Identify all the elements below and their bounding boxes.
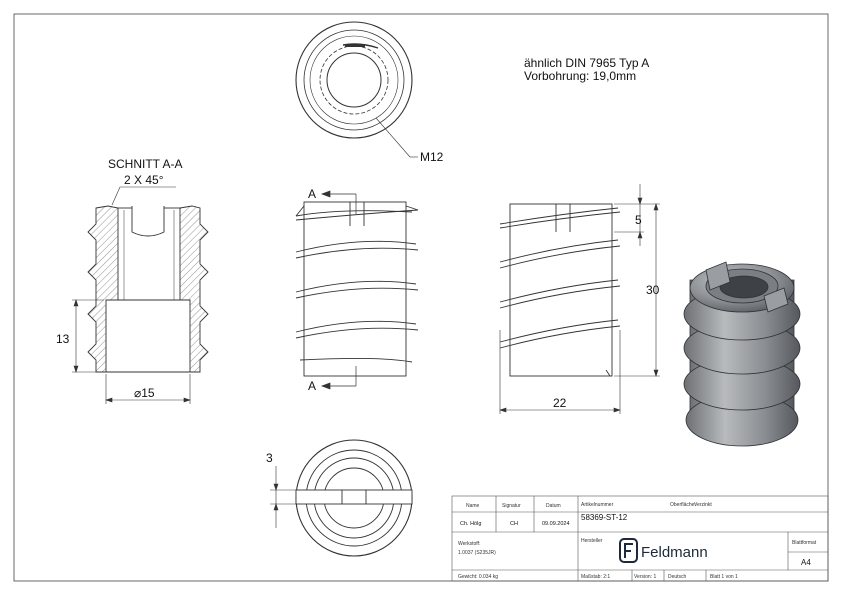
cut-marker-top-label: A [308,187,316,201]
section-view [87,205,209,373]
tb-format-label: Blattformat [792,540,817,546]
isometric-render [683,261,801,447]
tb-surface-value: Verzinkt [694,502,712,508]
width-label: 22 [553,396,567,410]
feldmann-logo-icon [619,538,638,563]
width-dimension [499,330,621,414]
tb-manufacturer-label: Hersteller [581,538,603,544]
slot-width-dimension [270,466,296,528]
tb-format-value: A4 [801,558,811,567]
side-view [499,203,621,377]
length-dimension [614,203,660,377]
tb-signature-label: Signatur [502,503,521,509]
brand-name: Feldmann [641,544,708,561]
slot-depth-dimension [614,184,660,246]
depth-label: 13 [56,332,70,346]
tb-language: Deutsch [668,574,687,580]
depth-dimension [72,299,104,373]
sheet-border [13,13,829,582]
tb-sheet: Blatt 1 von 1 [710,574,738,580]
tb-material-value: 1.0037 (S235JR) [458,550,496,556]
tb-name-label: Name [466,503,480,509]
tb-material-label: Werkstoff: [458,541,480,547]
tb-article-value: 58369-ST-12 [581,513,628,522]
section-title: SCHNITT A-A [108,157,182,171]
tb-name-value: Ch. Hölg [460,521,481,527]
chamfer-label: 2 X 45° [124,173,164,187]
length-label: 30 [646,283,660,297]
title-block [451,495,829,582]
tb-weight: Gewicht: 0.034 kg [458,574,498,580]
bottom-view [295,439,413,557]
front-view [295,201,419,377]
similar-standard-note: ähnlich DIN 7965 Typ A [524,56,649,70]
cut-marker-top [321,190,357,214]
cut-marker-bottom-label: A [308,379,316,393]
top-view [295,21,418,158]
cut-marker-bottom [321,366,357,390]
slot-depth-label: 5 [635,213,642,227]
tb-article-label: Artikelnummer [581,502,614,508]
thread-label: M12 [420,150,444,164]
tb-version: Version: 1 [634,574,656,580]
tb-surface-label: Oberfläche: [670,502,696,508]
tb-signature-value: CH [510,521,518,527]
tb-date-label: Datum [546,503,561,509]
diameter-dimension [105,374,191,404]
tb-date-value: 09.09.2024 [542,521,570,527]
pre-drill-note: Vorbohrung: 19,0mm [524,69,636,83]
tb-scale: Maßstab: 2:1 [581,574,610,580]
slot-width-label: 3 [266,451,273,465]
diameter-label: ⌀15 [134,386,155,400]
